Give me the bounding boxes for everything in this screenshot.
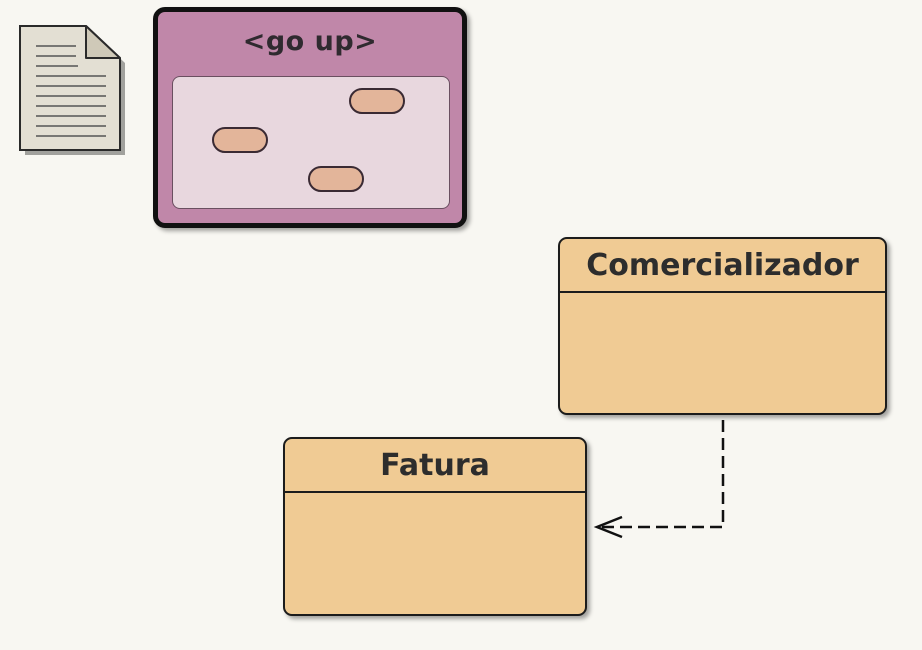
- class-name-fatura: Fatura: [285, 439, 585, 493]
- class-name-comercializador: Comercializador: [560, 239, 885, 293]
- preview-node-shape: [349, 88, 405, 114]
- class-box-comercializador[interactable]: Comercializador: [558, 237, 887, 415]
- preview-node-shape: [212, 127, 268, 153]
- arrowhead-icon: [593, 515, 623, 539]
- go-up-frame[interactable]: <go up>: [153, 7, 467, 228]
- preview-node-shape: [308, 166, 364, 192]
- class-box-fatura[interactable]: Fatura: [283, 437, 587, 616]
- go-up-preview: [172, 76, 450, 209]
- document-icon: [19, 25, 125, 155]
- go-up-title[interactable]: <go up>: [242, 26, 378, 57]
